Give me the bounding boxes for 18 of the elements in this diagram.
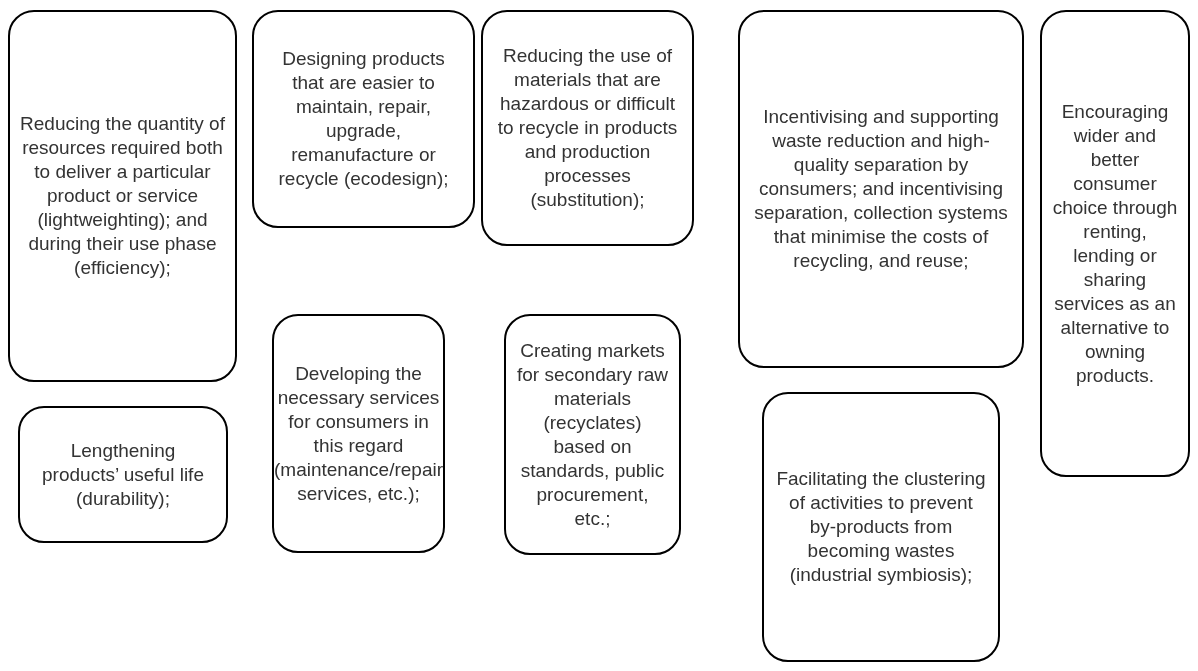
box-text: Reducing the quantity of resources required both to deliver a particular product or service (lightweighting); and during their use phase (efficiency); <box>20 112 225 280</box>
text-box <box>272 314 445 553</box>
text-box <box>762 392 1000 662</box>
text-box <box>481 10 694 246</box>
box-text: Developing the necessary services for consumers in this regard (maintenance/repair services, etc.); <box>274 361 443 506</box>
box-text: Facilitating the clustering of activities to prevent by-products from becoming wastes (industrial symbiosis); <box>775 467 987 587</box>
box-text: Lengthening products’ useful life (durability); <box>41 438 205 511</box>
text-box <box>1040 10 1190 477</box>
text-box <box>252 10 475 228</box>
box-text: Encouraging wider and better consumer choice through renting, lending or sharing services as an alternative to owning products. <box>1052 99 1178 388</box>
text-box <box>8 10 237 382</box>
box-text: Reducing the use of materials that are hazardous or difficult to recycle in products and production processes (substitution); <box>496 44 679 212</box>
text-box <box>504 314 681 555</box>
text-box <box>738 10 1024 368</box>
text-box <box>18 406 228 543</box>
box-text: Designing products that are easier to maintain, repair, upgrade, remanufacture or recycle (ecodesign); <box>277 47 450 191</box>
box-text: Creating markets for secondary raw materials (recyclates) based on standards, public procurement, etc.; <box>516 338 669 531</box>
box-text: Incentivising and supporting waste reduction and high-quality separation by consumers; and incentivising separation, collection systems that minimise the costs of recycling, and reuse; <box>753 105 1009 273</box>
